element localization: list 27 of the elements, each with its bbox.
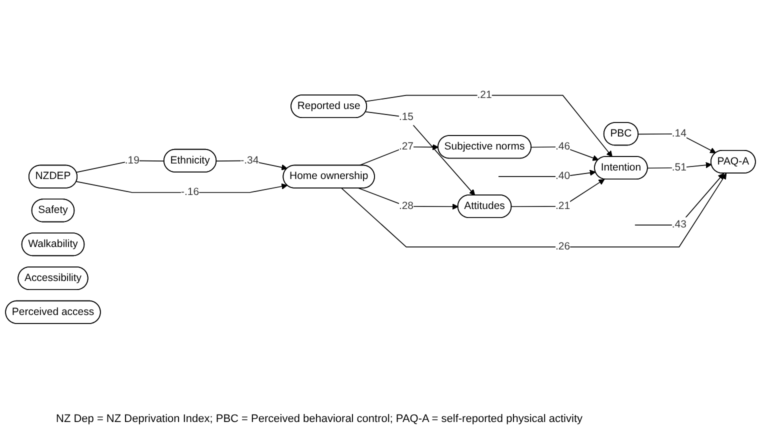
- edge-label: .51: [672, 161, 686, 174]
- edge-label: .27: [398, 140, 414, 152]
- arrow: [358, 188, 458, 210]
- edge-label: -.34: [240, 154, 259, 166]
- edge-label: .40: [556, 170, 570, 182]
- arrow: [365, 94, 612, 158]
- caption: NZ Dep = NZ Deprivation Index; PBC = Perceived behavioral control; PAQ-A = self-reported physical activity: [55, 412, 584, 427]
- edge-label: .43: [672, 218, 686, 230]
- edge-label: .15: [398, 110, 414, 123]
- edge-label: .26: [556, 240, 570, 252]
- arrow: [647, 162, 712, 169]
- arrow: [634, 173, 724, 226]
- arrow: [511, 179, 605, 208]
- edge-label: .14: [672, 127, 686, 140]
- arrow: [341, 173, 727, 248]
- edge-label: .21: [477, 88, 492, 101]
- connector: [76, 160, 165, 173]
- arrow: [76, 181, 288, 193]
- edge-label: .21: [556, 200, 570, 212]
- arrow: [358, 144, 439, 166]
- edge-label: .28: [398, 200, 414, 212]
- arrow: [498, 170, 596, 177]
- edge-label: -.16: [181, 186, 200, 198]
- arrow: [638, 133, 716, 154]
- arrow: [365, 111, 476, 196]
- edge-label: .19: [124, 154, 140, 166]
- edge-label: .46: [556, 140, 570, 152]
